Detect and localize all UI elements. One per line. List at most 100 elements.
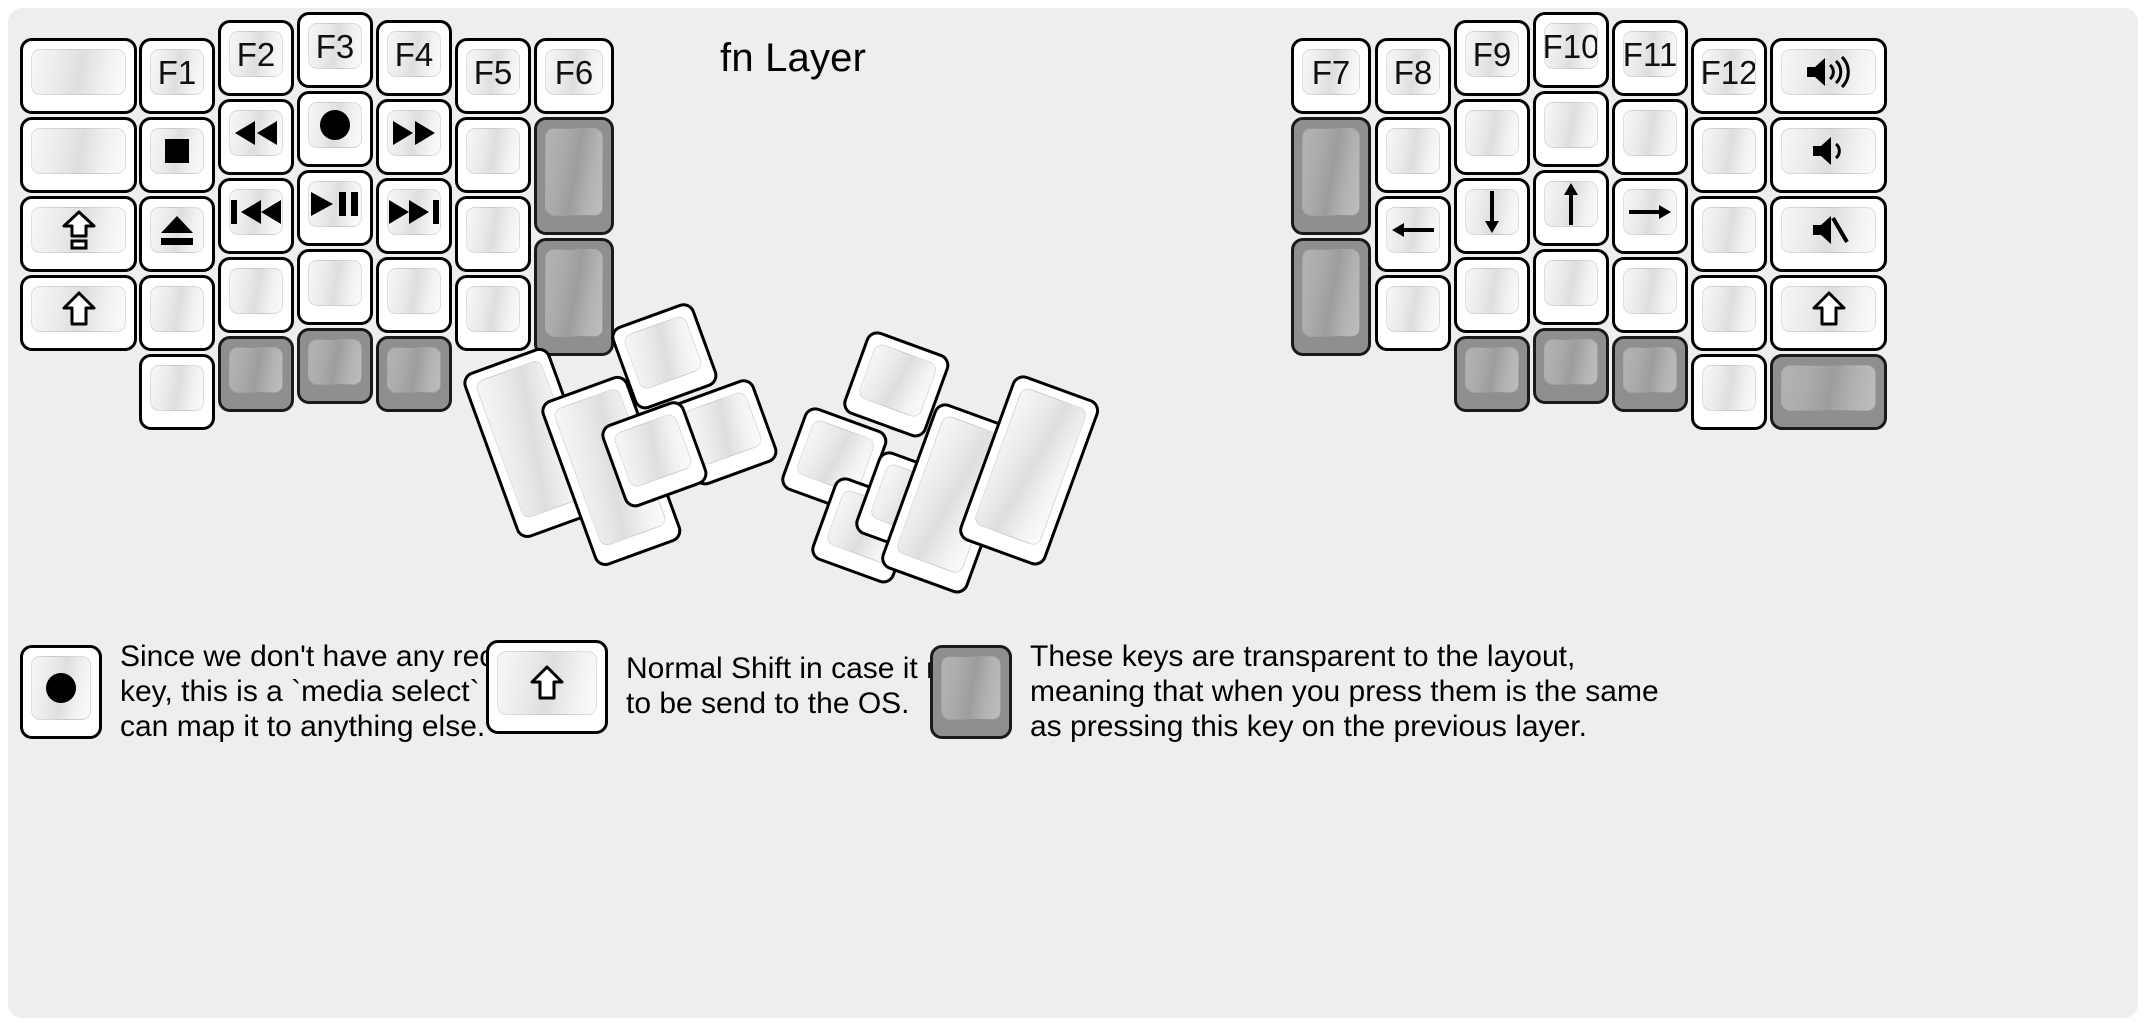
key-right-half-outer-pinky-column-5[interactable] — [1770, 354, 1887, 430]
key-cap: F5 — [466, 49, 520, 95]
key-cap — [1465, 189, 1519, 235]
key-left-half-inner-index-column-3[interactable] — [455, 196, 531, 272]
key-left-half-outer-pinky-column-1[interactable] — [20, 38, 137, 114]
key-left-half-index-column-3[interactable] — [376, 178, 452, 254]
key-right-half-pinky-column-2[interactable] — [1691, 117, 1767, 193]
key-right-half-index-column-1[interactable]: F9 — [1454, 20, 1530, 96]
key-right-half-middle-column-2[interactable] — [1533, 91, 1609, 167]
key-left-half-middle-column-5[interactable] — [297, 328, 373, 404]
key-left-half-ring-column-1[interactable]: F2 — [218, 20, 294, 96]
key-right-half-inner-column-1[interactable]: F7 — [1291, 38, 1371, 114]
shift-icon — [530, 665, 564, 701]
key-left-half-index-column-4[interactable] — [376, 257, 452, 333]
key-cap — [972, 386, 1089, 548]
key-right-half-index-column-4[interactable] — [1454, 257, 1530, 333]
key-label: F1 — [157, 53, 197, 91]
key-left-half-pinky-column-3[interactable] — [139, 196, 215, 272]
key-cap — [1781, 286, 1876, 332]
key-left-half-pinky-column-2[interactable] — [139, 117, 215, 193]
key-left-half-inner-index-column-1[interactable]: F5 — [455, 38, 531, 114]
key-cap — [1544, 260, 1598, 306]
key-left-half-inner-column-1[interactable]: F6 — [534, 38, 614, 114]
key-right-half-middle-column-5[interactable] — [1533, 328, 1609, 404]
key-cap — [31, 286, 126, 332]
key-cap — [229, 268, 283, 314]
key-right-half-inner-index-column-2[interactable] — [1375, 117, 1451, 193]
key-right-half-pinky-column-4[interactable] — [1691, 275, 1767, 351]
key-right-half-ring-column-2[interactable] — [1612, 99, 1688, 175]
key-left-half-middle-column-2[interactable] — [297, 91, 373, 167]
key-right-half-inner-column-2[interactable] — [1291, 117, 1371, 235]
key-label: F8 — [1393, 53, 1433, 91]
key-left-half-inner-index-column-2[interactable] — [455, 117, 531, 193]
key-cap: F9 — [1465, 31, 1519, 77]
key-cap — [1781, 49, 1876, 95]
arrow-up-icon — [1558, 182, 1584, 226]
key-left-half-ring-column-5[interactable] — [218, 336, 294, 412]
key-right-half-ring-column-1[interactable]: F11 — [1612, 20, 1688, 96]
key-right-half-index-column-5[interactable] — [1454, 336, 1530, 412]
key-right-half-outer-pinky-column-3[interactable] — [1770, 196, 1887, 272]
key-right-half-ring-column-3[interactable] — [1612, 178, 1688, 254]
key-left-half-ring-column-2[interactable] — [218, 99, 294, 175]
key-left-half-pinky-column-5[interactable] — [139, 354, 215, 430]
key-right-half-ring-column-5[interactable] — [1612, 336, 1688, 412]
key-left-half-outer-pinky-column-4[interactable] — [20, 275, 137, 351]
key-left-half-ring-column-3[interactable] — [218, 178, 294, 254]
key-left-half-pinky-column-1[interactable]: F1 — [139, 38, 215, 114]
key-right-half-index-column-3[interactable] — [1454, 178, 1530, 254]
key-cap — [150, 207, 204, 253]
key-left-half-index-column-2[interactable] — [376, 99, 452, 175]
key-cap — [308, 102, 362, 148]
key-cap — [545, 128, 603, 216]
key-right-half-ring-column-4[interactable] — [1612, 257, 1688, 333]
shift-icon — [62, 291, 96, 327]
key-left-half-middle-column-4[interactable] — [297, 249, 373, 325]
legend-key-cap — [31, 656, 91, 721]
key-right-half-inner-index-column-4[interactable] — [1375, 275, 1451, 351]
media-fast-forward-icon — [391, 118, 437, 148]
key-right-half-inner-index-column-3[interactable] — [1375, 196, 1451, 272]
key-left-half-middle-column-1[interactable]: F3 — [297, 12, 373, 88]
volume-mute-icon — [1809, 212, 1849, 248]
key-right-half-middle-column-1[interactable]: F10 — [1533, 12, 1609, 88]
key-cap — [466, 207, 520, 253]
key-left-half-inner-column-2[interactable] — [534, 117, 614, 235]
key-cap: F8 — [1386, 49, 1440, 95]
key-left-half-inner-column-3[interactable] — [534, 238, 614, 356]
key-right-half-pinky-column-3[interactable] — [1691, 196, 1767, 272]
key-right-half-pinky-column-1[interactable]: F12 — [1691, 38, 1767, 114]
key-left-half-index-column-5[interactable] — [376, 336, 452, 412]
key-left-half-index-column-1[interactable]: F4 — [376, 20, 452, 96]
key-right-half-pinky-column-5[interactable] — [1691, 354, 1767, 430]
key-right-half-middle-column-3[interactable] — [1533, 170, 1609, 246]
key-right-half-outer-pinky-column-1[interactable] — [1770, 38, 1887, 114]
key-right-half-outer-pinky-column-4[interactable] — [1770, 275, 1887, 351]
key-right-half-inner-column-3[interactable] — [1291, 238, 1371, 356]
key-cap — [1302, 249, 1360, 337]
key-cap — [1623, 189, 1677, 235]
key-cap — [466, 128, 520, 174]
key-left-half-outer-pinky-column-3[interactable] — [20, 196, 137, 272]
key-cap — [1544, 181, 1598, 227]
key-cap — [150, 286, 204, 332]
key-right-half-outer-pinky-column-2[interactable] — [1770, 117, 1887, 193]
key-right-half-middle-column-4[interactable] — [1533, 249, 1609, 325]
key-cap — [31, 128, 126, 174]
media-record-icon — [44, 671, 78, 705]
key-cap: F3 — [308, 23, 362, 69]
key-cap — [1702, 365, 1756, 411]
key-left-half-pinky-column-4[interactable] — [139, 275, 215, 351]
key-right-half-inner-index-column-1[interactable]: F8 — [1375, 38, 1451, 114]
arrow-left-icon — [1390, 217, 1436, 243]
key-left-half-ring-column-4[interactable] — [218, 257, 294, 333]
key-left-half-outer-pinky-column-2[interactable] — [20, 117, 137, 193]
key-right-half-index-column-2[interactable] — [1454, 99, 1530, 175]
media-play-pause-icon — [309, 189, 361, 219]
volume-down-icon — [1809, 133, 1849, 169]
key-left-half-inner-index-column-4[interactable] — [455, 275, 531, 351]
arrow-down-icon — [1479, 190, 1505, 234]
key-cap: F4 — [387, 31, 441, 77]
key-left-half-middle-column-3[interactable] — [297, 170, 373, 246]
key-label: F5 — [473, 53, 513, 91]
